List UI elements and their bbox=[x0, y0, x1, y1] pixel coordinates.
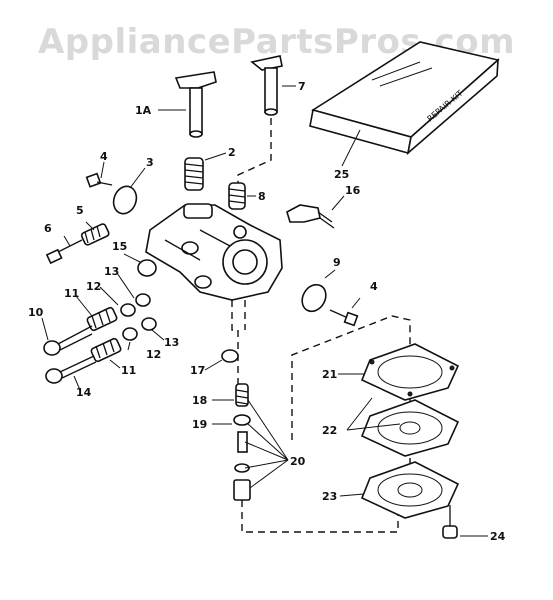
callout-1a: 1A bbox=[135, 104, 152, 117]
part-13-washer-b bbox=[141, 317, 157, 331]
callout-25: 25 bbox=[334, 168, 349, 181]
part-20-assembly bbox=[233, 431, 251, 501]
part-2-spring bbox=[184, 157, 204, 191]
part-14-needle bbox=[45, 355, 97, 384]
callout-4-top: 4 bbox=[100, 150, 108, 163]
repair-kit-box: REPAIR KIT bbox=[309, 41, 500, 156]
part-22-diaphragm bbox=[360, 399, 460, 457]
callout-12-top: 12 bbox=[86, 280, 101, 293]
part-12-washer-b bbox=[122, 327, 138, 341]
leader-lines bbox=[41, 85, 488, 537]
part-4-screw-a bbox=[85, 172, 113, 188]
callout-5: 5 bbox=[76, 204, 84, 217]
part-21-gasket bbox=[360, 343, 460, 401]
part-15-plug bbox=[137, 259, 157, 277]
part-11-spring-b bbox=[90, 337, 122, 363]
part-10-needle bbox=[43, 325, 93, 356]
callout-labels: 1A 7 2 3 4 8 16 25 5 6 15 13 12 11 10 13… bbox=[28, 80, 506, 543]
callout-23: 23 bbox=[322, 490, 337, 503]
part-13-washer-a bbox=[135, 293, 151, 307]
part-5-spring bbox=[80, 223, 110, 246]
callout-3: 3 bbox=[146, 156, 154, 169]
part-18-spring bbox=[235, 383, 249, 407]
callout-21: 21 bbox=[322, 368, 337, 381]
part-19-washer bbox=[233, 414, 251, 426]
callout-2: 2 bbox=[228, 146, 236, 159]
part-11-spring-a bbox=[86, 306, 118, 332]
callout-11-bottom: 11 bbox=[121, 364, 136, 377]
callout-17: 17 bbox=[190, 364, 205, 377]
callout-20: 20 bbox=[290, 455, 306, 468]
callout-10: 10 bbox=[28, 306, 44, 319]
callout-16: 16 bbox=[345, 184, 361, 197]
callout-13-top: 13 bbox=[104, 265, 119, 278]
part-7-lever bbox=[250, 55, 283, 116]
callout-18: 18 bbox=[192, 394, 207, 407]
callout-15: 15 bbox=[112, 240, 127, 253]
part-23-cover bbox=[360, 461, 460, 519]
callout-11-top: 11 bbox=[64, 287, 79, 300]
part-8-spring bbox=[228, 182, 246, 210]
callout-4-right: 4 bbox=[370, 280, 378, 293]
part-6-screw bbox=[45, 239, 83, 265]
callout-19: 19 bbox=[192, 418, 207, 431]
callout-12-bottom: 12 bbox=[146, 348, 161, 361]
part-24-screw bbox=[442, 505, 458, 539]
callout-14: 14 bbox=[76, 386, 92, 399]
part-9-plate bbox=[301, 283, 327, 313]
part-16-fitting bbox=[286, 204, 335, 229]
carburetor-body bbox=[145, 203, 283, 301]
callout-7: 7 bbox=[298, 80, 306, 93]
callout-8: 8 bbox=[258, 190, 266, 203]
part-3-plate bbox=[112, 185, 138, 215]
callout-24: 24 bbox=[490, 530, 506, 543]
part-12-washer-a bbox=[120, 303, 136, 317]
callout-6: 6 bbox=[44, 222, 52, 235]
callout-9: 9 bbox=[333, 256, 341, 269]
part-1a-lever bbox=[174, 71, 217, 138]
part-17-plug bbox=[221, 349, 239, 363]
callout-22: 22 bbox=[322, 424, 337, 437]
part-4-screw-b bbox=[329, 309, 359, 327]
callout-13-bottom: 13 bbox=[164, 336, 179, 349]
